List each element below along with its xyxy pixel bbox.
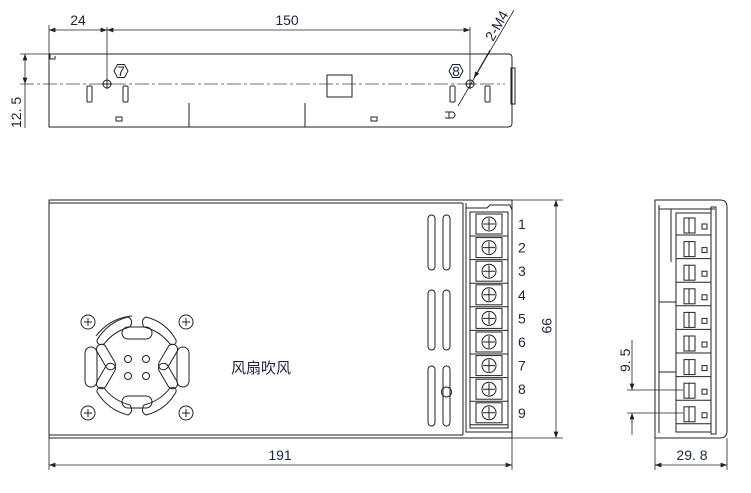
terminal-5 [470,307,508,331]
terminal-screw-icon [481,240,497,256]
terminal-screw-icon [481,287,497,303]
vent-slots [427,214,452,427]
side-terminal [676,359,711,378]
side-terminal [676,241,711,260]
terminal-screw-icon [481,216,497,232]
dim-hole-spacing: 150 [275,12,299,28]
terminal-screw-icon [481,334,497,350]
terminal-screw-icon [481,358,497,374]
hex-label-7 [113,64,129,78]
dim-length: 191 [268,447,292,463]
dim-terminal-pitch: 9. 5 [617,348,633,372]
terminal-number: 8 [518,381,526,397]
screw-icon [80,405,96,421]
side-terminal [676,382,711,401]
dim-width: 99 [539,318,555,334]
dim-screw-spec: 2-M4 [482,8,512,44]
side-terminal [676,335,711,354]
terminal-screw-icon [481,405,497,421]
fan-grille [80,314,194,421]
terminal-number: 6 [518,334,526,350]
terminal-number: 3 [518,263,526,279]
hole-7-label: 7 [117,63,125,79]
side-terminal [676,406,711,425]
side-terminal [676,311,711,330]
terminal-6 [470,331,508,355]
fan-airflow-note: 风扇吹风 [231,359,291,377]
terminal-screw-icon [481,381,497,397]
side-terminal [676,264,711,283]
terminal-3 [470,260,508,284]
terminal-number: 2 [518,240,526,256]
terminal-block: 1 2 3 4 5 6 7 8 9 [465,203,526,433]
terminal-number: 4 [518,287,526,303]
side-view: 9. 5 29. 8 [617,199,728,470]
dim-height: 29. 8 [676,447,707,463]
terminal-screw-icon [481,263,497,279]
terminal-9 [470,402,508,426]
side-terminal [676,217,711,236]
screw-icon [178,314,194,330]
terminal-number: 5 [518,310,526,326]
screw-icon [178,405,194,421]
terminal-8 [470,378,508,402]
terminal-screw-icon [481,310,497,326]
side-terminals [675,206,717,435]
mount-hole-7 [102,79,112,89]
dim-hole-height: 12. 5 [8,97,24,128]
hole-8-label: 8 [452,63,460,79]
dim-hole-offset: 24 [70,12,86,28]
front-view: 风扇吹风 1 2 3 4 5 6 7 8 9 99 191 [48,199,563,470]
terminal-4 [470,284,508,308]
terminal-1 [470,213,508,237]
terminal-number: 7 [518,358,526,374]
side-terminal [676,288,711,307]
terminal-2 [470,237,508,261]
screw-icon [80,314,96,330]
terminal-number: 9 [518,405,526,421]
terminal-7 [470,355,508,379]
mount-hole-8 [465,79,475,89]
hex-label-8 [448,64,464,78]
terminal-number: 1 [518,216,526,232]
top-view: 7 8 24 150 2-M4 12. 5 [8,8,516,128]
